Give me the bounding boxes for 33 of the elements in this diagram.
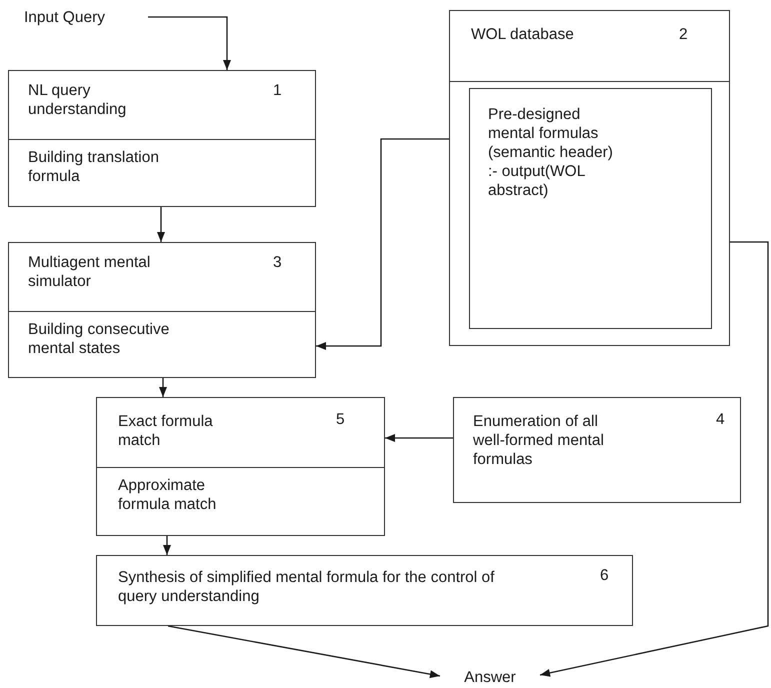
step-number: 3 (273, 253, 283, 272)
step-number: 1 (273, 81, 283, 100)
arrow (163, 536, 171, 555)
step-heading: Exact formula match (118, 412, 214, 450)
step-description: Enumeration of all well-formed mental formulas (473, 412, 605, 469)
step-description: Approximate formula match (118, 476, 218, 514)
step-number: 6 (600, 566, 610, 585)
process-box (453, 397, 741, 503)
split-process-box (8, 70, 316, 207)
step-description: Building consecutive mental states (28, 320, 170, 358)
split-process-box (96, 397, 385, 536)
arrow (540, 241, 769, 677)
step-number: 4 (716, 410, 726, 429)
arrow (148, 16, 231, 70)
process-box (96, 555, 633, 626)
inner-box (469, 88, 712, 329)
arrow (159, 378, 167, 397)
arrow (168, 625, 440, 678)
arrow (316, 138, 449, 350)
formula-description: Pre-designed mental formulas (semantic header) :- output(WOL abstract) (488, 105, 614, 200)
split-process-box (8, 242, 316, 378)
step-description: Building translation formula (28, 148, 160, 186)
database-heading: WOL database (471, 25, 575, 44)
step-heading: Multiagent mental simulator (28, 253, 152, 291)
output-label: Answer (463, 668, 517, 687)
step-description: Synthesis of simplified mental formula for the control of query understanding (118, 568, 496, 606)
arrow (157, 207, 165, 242)
arrow (385, 434, 453, 442)
step-number: 5 (336, 410, 346, 429)
step-heading: NL query understanding (28, 81, 128, 119)
input-label: Input Query (24, 8, 106, 27)
split-process-box (449, 10, 730, 346)
step-number: 2 (679, 25, 689, 44)
